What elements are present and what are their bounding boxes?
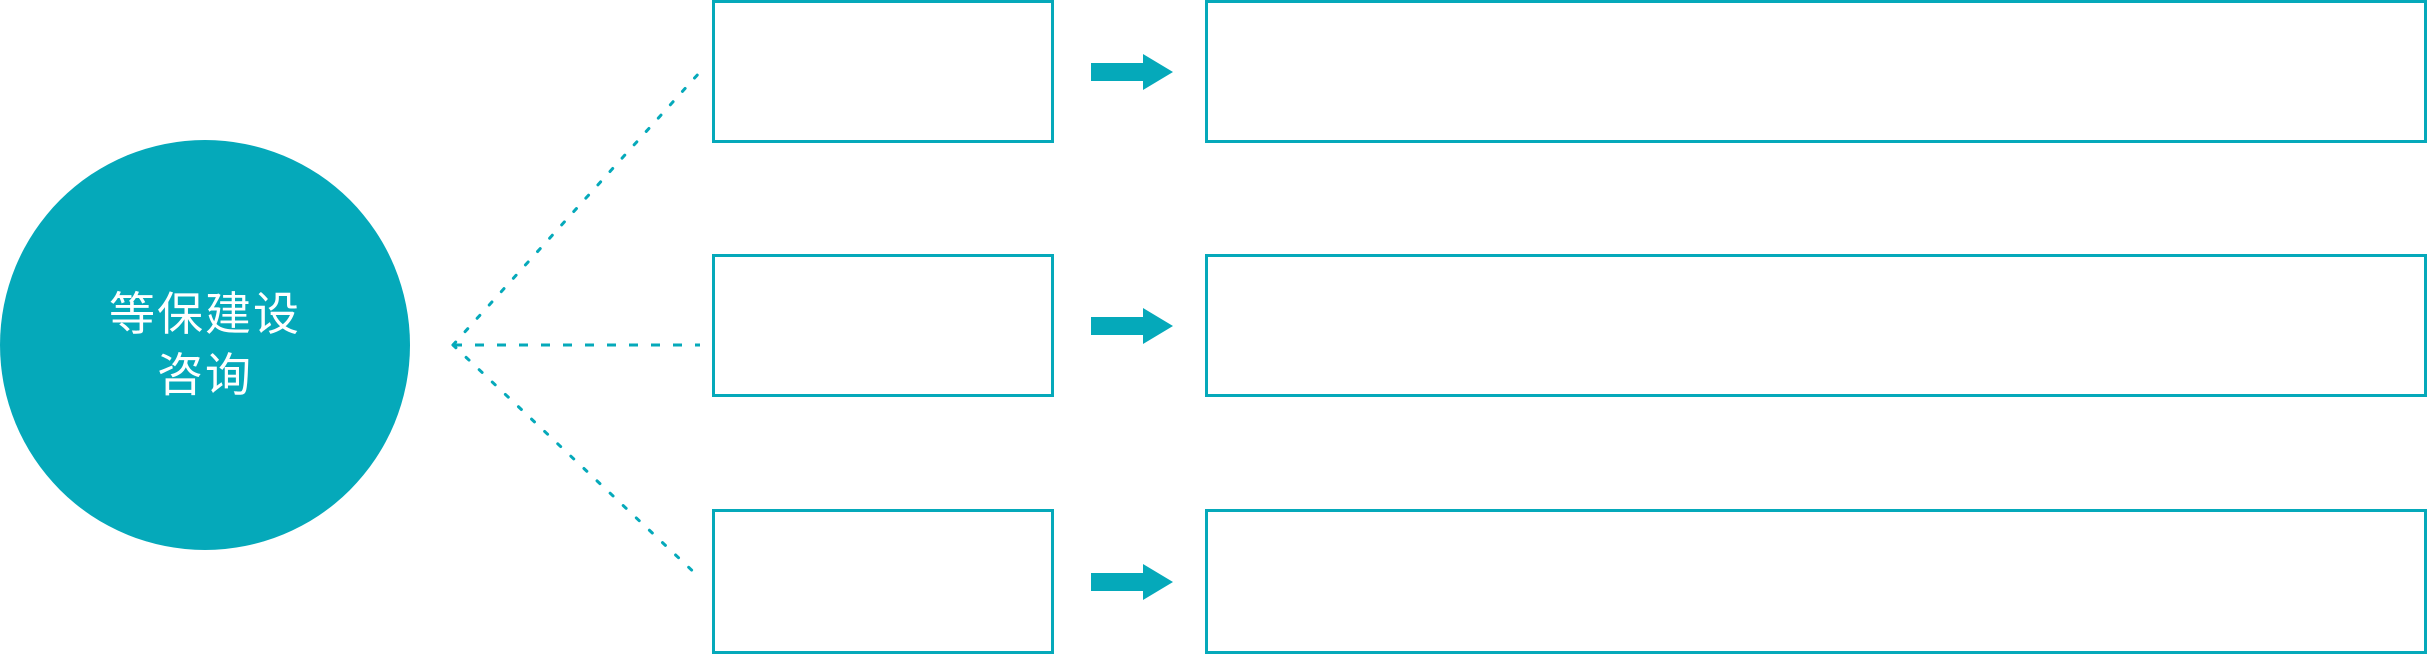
hub-label: 等保建设 咨询	[109, 288, 301, 401]
stage-box[interactable]	[712, 0, 1054, 143]
arrow-right-icon	[1091, 563, 1173, 600]
flow-row	[0, 0, 2434, 143]
stage-box[interactable]	[712, 254, 1054, 397]
arrow-right-icon	[1091, 53, 1173, 90]
stage-box[interactable]	[712, 509, 1054, 654]
flow-row	[0, 509, 2434, 654]
detail-box[interactable]	[1205, 509, 2427, 654]
detail-box[interactable]	[1205, 254, 2427, 397]
hub-circle[interactable]: 等保建设 咨询	[0, 140, 410, 550]
flow-row	[0, 254, 2434, 397]
arrow-right-icon	[1091, 307, 1173, 344]
detail-box[interactable]	[1205, 0, 2427, 143]
